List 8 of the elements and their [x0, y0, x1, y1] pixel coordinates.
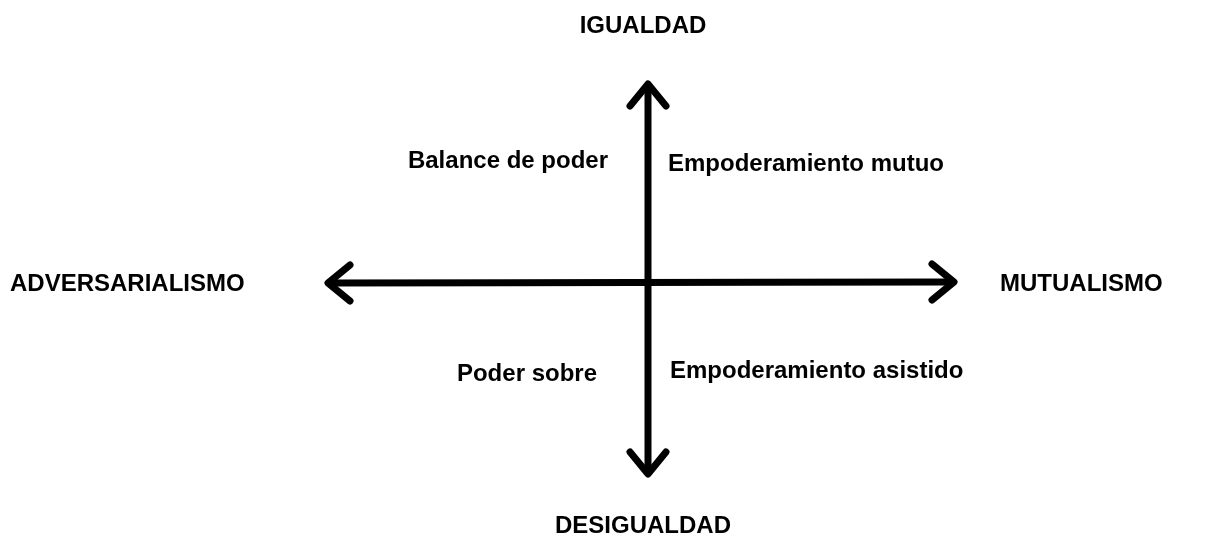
quadrant-label: Empoderamiento mutuo: [668, 151, 944, 175]
quadrant-label: Balance de poder: [407, 148, 608, 172]
quadrant-label: Empoderamiento asistido: [670, 358, 964, 382]
axis-label: IGUALDAD: [579, 13, 707, 37]
axis-label: ADVERSARIALISMO: [10, 271, 245, 295]
axis-label: MUTUALISMO: [1000, 271, 1163, 295]
quadrant-label: Poder sobre: [456, 361, 597, 385]
axis-label: DESIGUALDAD: [555, 513, 731, 537]
